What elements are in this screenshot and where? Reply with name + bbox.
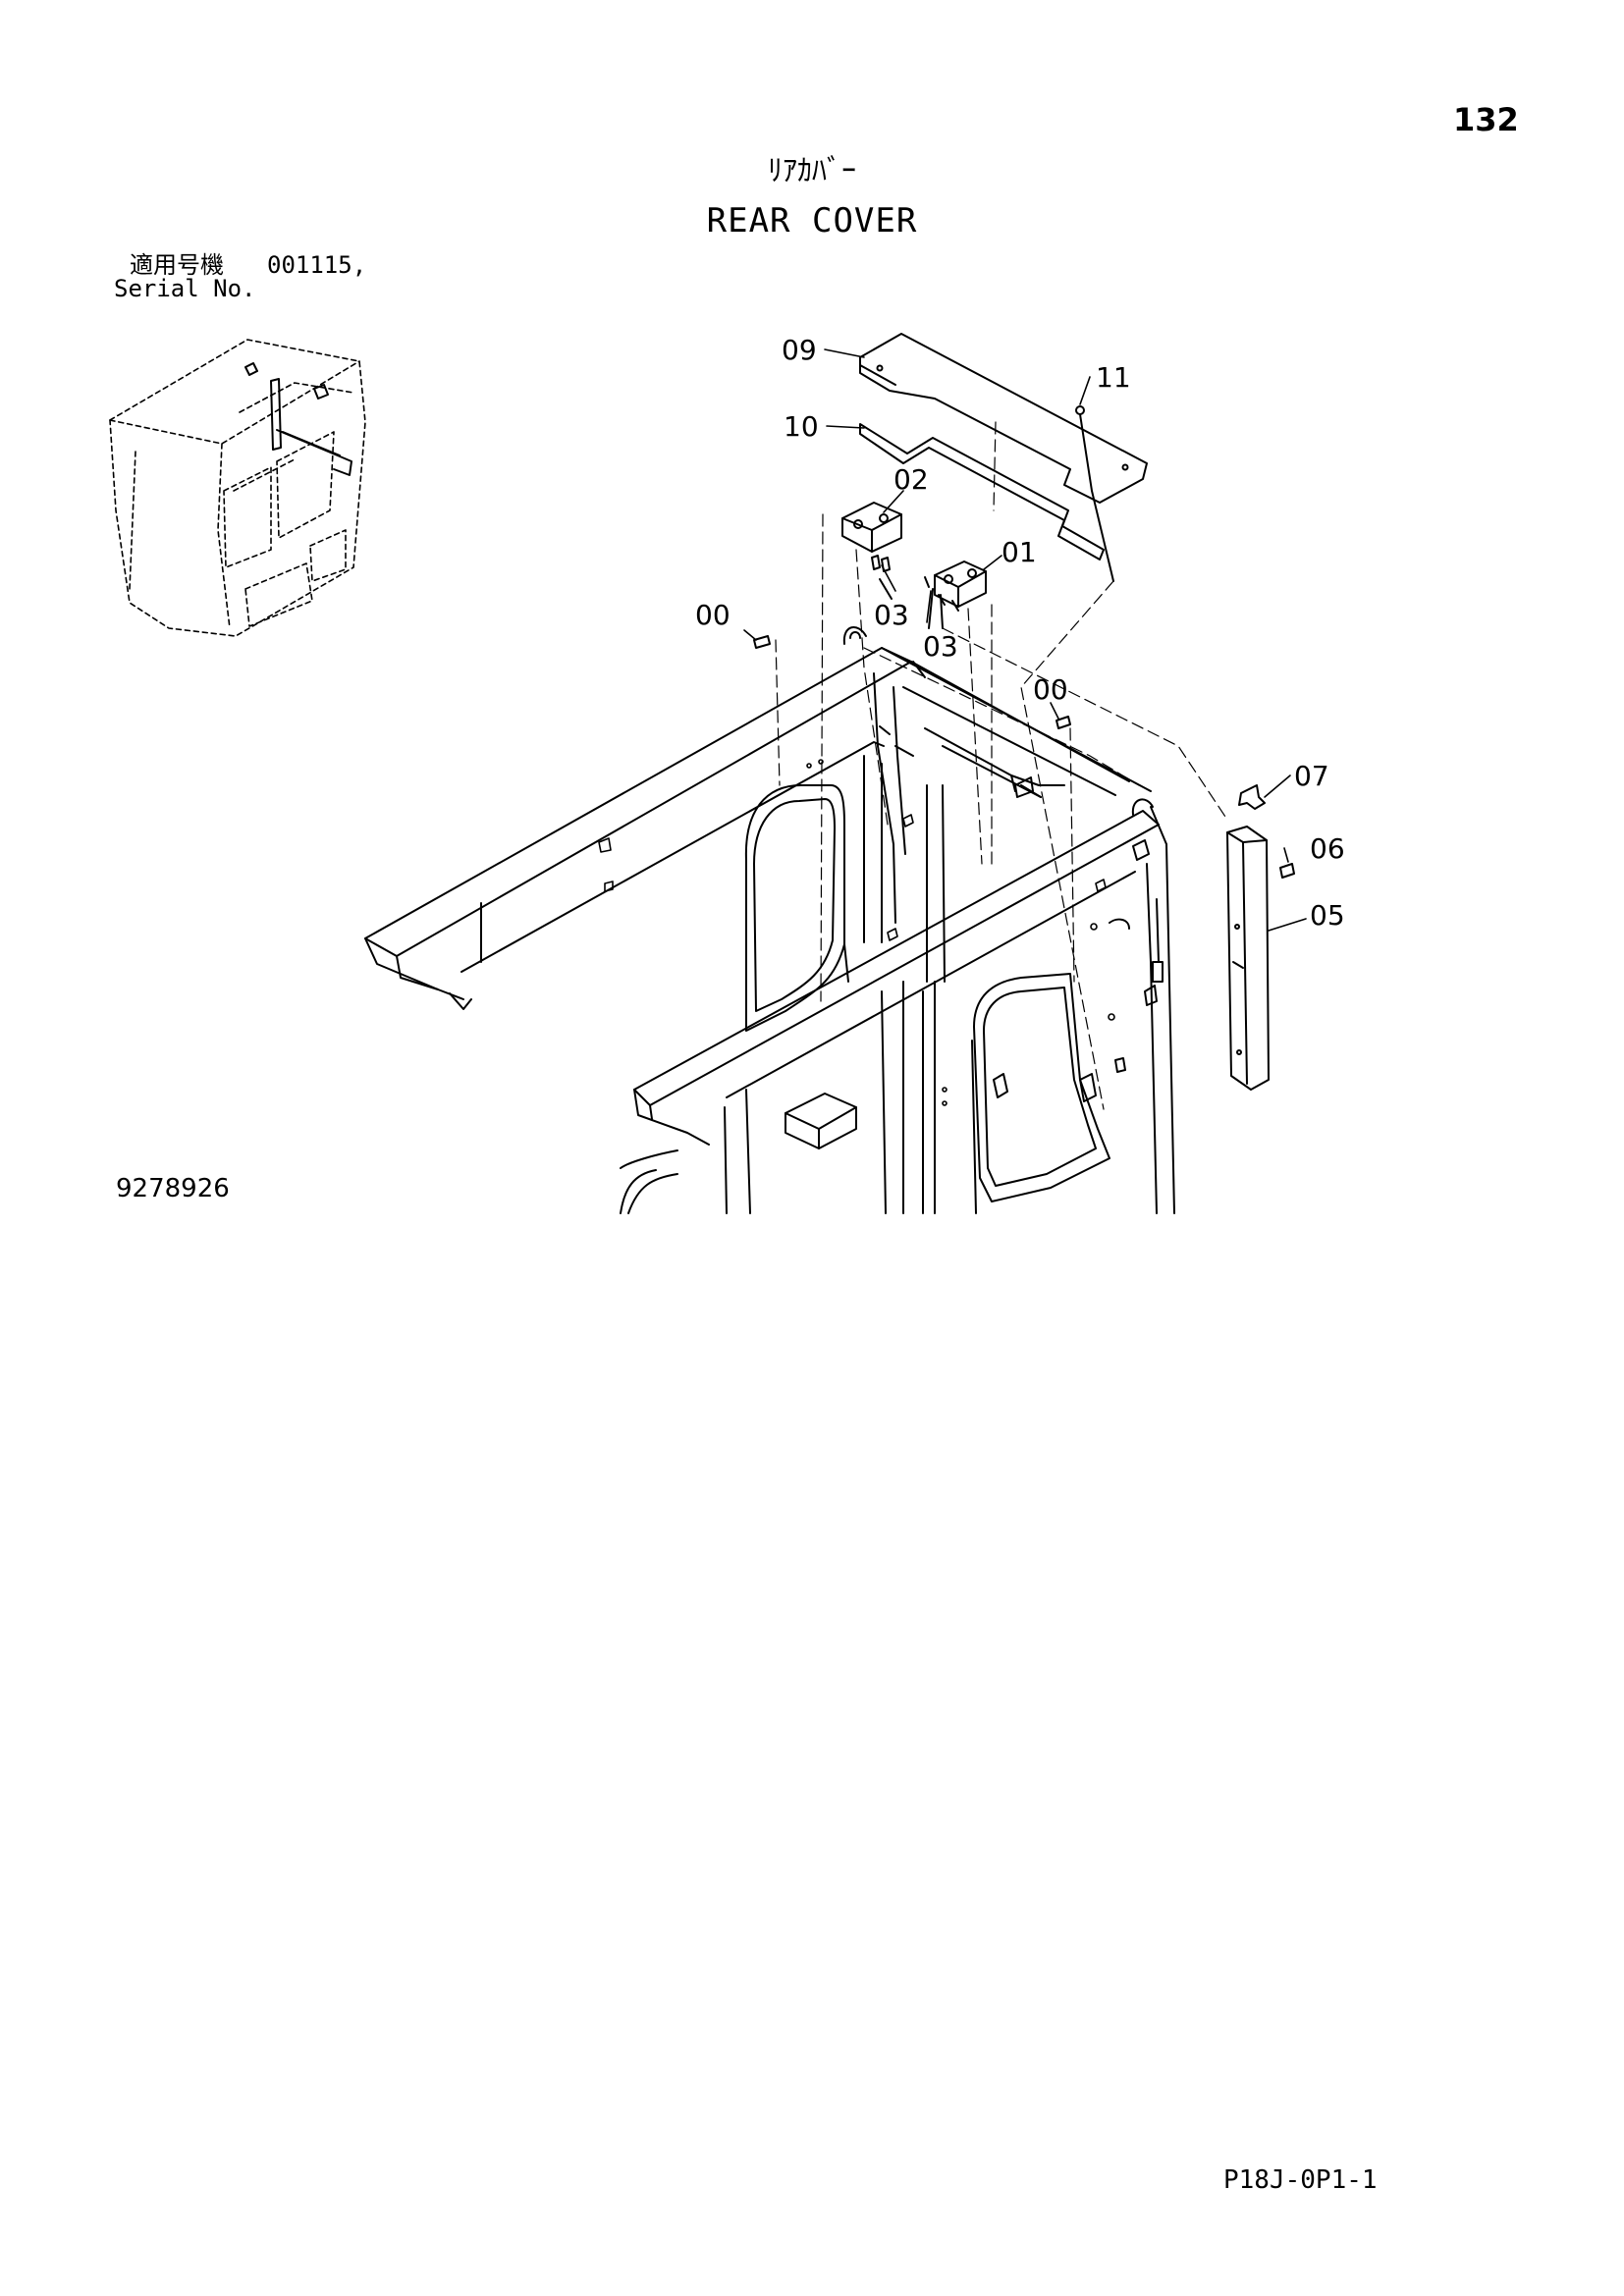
callout-00-b: 00 <box>1033 673 1068 706</box>
frame-holes <box>598 759 1115 1106</box>
page-number: 132 <box>1453 101 1519 138</box>
callout-00-a: 00 <box>695 599 731 631</box>
assembly-guide-lines <box>775 421 1226 1110</box>
part-00-bolts <box>753 635 1071 729</box>
callout-06: 06 <box>1310 832 1345 865</box>
part-11-screw <box>1075 405 1114 582</box>
callout-05: 05 <box>1310 899 1345 932</box>
callout-07: 07 <box>1294 760 1329 792</box>
inset-highlight-part <box>244 362 352 476</box>
serial-label-english: Serial No. <box>114 275 256 302</box>
title-japanese: ﾘｱｶﾊﾞｰ <box>768 154 856 188</box>
footer-code: P18J-0P1-1 <box>1223 2165 1378 2195</box>
callout-02: 02 <box>893 463 929 496</box>
part-02-bracket <box>841 502 902 553</box>
cab-frame <box>364 626 1175 1214</box>
title-english: REAR COVER <box>706 201 918 240</box>
callout-03-a: 03 <box>874 599 909 631</box>
callout-11: 11 <box>1096 361 1131 394</box>
serial-label-japanese: 適用号機 <box>130 251 224 279</box>
part-01-bracket <box>934 561 987 608</box>
serial-number-value: 001115, <box>267 251 367 279</box>
callout-leaders <box>743 348 1307 932</box>
location-inset <box>109 339 366 637</box>
callout-01: 01 <box>1001 536 1037 568</box>
part-09-cover-plate <box>859 333 1148 504</box>
part-07-clip <box>1238 784 1266 810</box>
callout-labels: 09 11 10 02 01 03 03 00 00 07 06 05 <box>695 334 1345 932</box>
part-06-screw <box>1279 863 1295 879</box>
callout-09: 09 <box>782 334 817 366</box>
part-05-cover-strip <box>1226 826 1270 1091</box>
drawing-number: 9278926 <box>116 1174 230 1203</box>
part-10-seal <box>859 423 1105 561</box>
callout-10: 10 <box>784 410 819 443</box>
callout-03-b: 03 <box>923 630 958 663</box>
